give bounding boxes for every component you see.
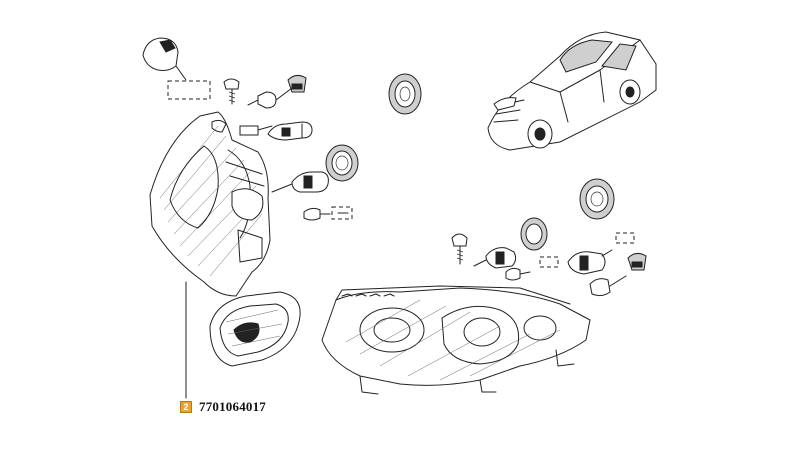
adjuster-screw-right-icon <box>451 233 468 265</box>
position-bulb-icon <box>303 206 353 221</box>
side-bulb-socket-right-icon <box>589 252 647 297</box>
rubber-cap-right-icon <box>579 178 615 220</box>
high-beam-bulb-icon <box>271 171 329 193</box>
rubber-cap-top-icon <box>388 73 422 115</box>
high-beam-bulb-right-icon <box>567 249 613 275</box>
connector-tag-icon <box>239 125 259 136</box>
callout-number-badge: 2 <box>180 401 192 413</box>
bulb-dashed-box <box>167 80 211 100</box>
part-number-label[interactable]: 7701064017 <box>199 399 266 414</box>
rubber-cap-mid-icon <box>520 217 548 251</box>
parking-bulb-icon <box>142 37 187 81</box>
low-beam-bulb-icon <box>267 121 313 141</box>
connector-dashed-box <box>615 232 635 244</box>
fog-lamp <box>209 291 301 367</box>
headlamp-left-side-view <box>149 111 271 297</box>
low-beam-bulb-right-icon <box>473 247 517 269</box>
car-icon <box>487 31 657 151</box>
headlamp-right-front-view <box>321 285 591 395</box>
part-callout[interactable]: 2 7701064017 <box>180 399 266 415</box>
position-bulb-right-icon <box>505 256 559 281</box>
side-bulb-socket-icon <box>247 74 307 109</box>
adjuster-screw-icon <box>223 78 240 105</box>
rubber-cap-icon <box>325 144 359 182</box>
